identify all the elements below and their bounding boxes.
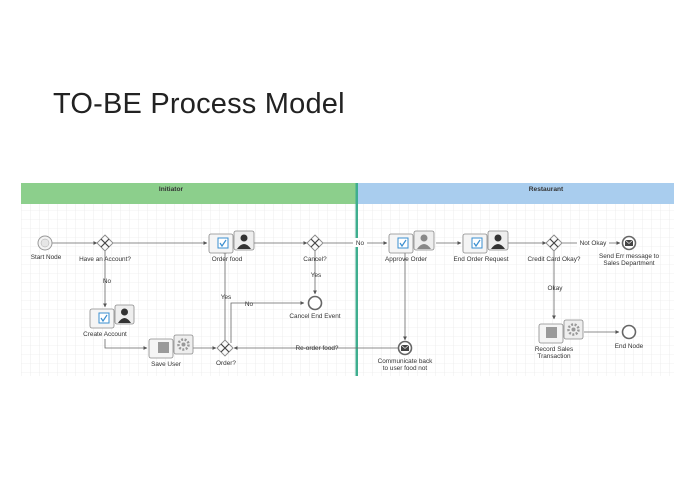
task-approve-order-label: Approve Order	[385, 256, 428, 263]
task-approve-order[interactable]	[388, 230, 435, 254]
task-order-food-label: Order food	[212, 256, 243, 263]
checkbox-icon	[471, 237, 483, 249]
send-error-label-1: Send Err message to	[599, 253, 659, 260]
edge-label-reorder: Re-order food?	[296, 345, 339, 352]
gateway-cancel-label: Cancel?	[303, 256, 327, 263]
send-error-label-2: Sales Department	[603, 260, 654, 267]
slide-title: TO-BE Process Model	[53, 88, 345, 120]
edge-order-q-no	[230, 301, 305, 343]
gateway-have-account[interactable]	[96, 234, 114, 252]
gateway-cancel[interactable]	[306, 234, 324, 252]
lane-restaurant-header	[358, 183, 674, 204]
process-diagram: Initiator Restaurant Start Node Have an …	[21, 183, 674, 376]
task-record-sales[interactable]	[538, 319, 584, 344]
checkbox-icon	[98, 312, 110, 324]
edge-label-no-account: No	[103, 278, 112, 285]
checkbox-icon	[397, 237, 409, 249]
edge-label-okay: Okay	[548, 285, 564, 292]
checkbox-icon	[217, 237, 229, 249]
edge-label-no-order: No	[245, 301, 254, 308]
cancel-end-event-label: Cancel End Event	[289, 313, 340, 320]
lane-restaurant-label: Restaurant	[529, 186, 564, 193]
communicate-back-label-2: to user food not	[383, 365, 428, 372]
communicate-back-label-1: Communicate back	[378, 358, 434, 365]
gateway-order-label: Order?	[216, 360, 236, 367]
grid-background	[21, 183, 674, 376]
task-record-sales-label-1: Record Sales	[535, 346, 573, 353]
lane-divider	[355, 183, 358, 376]
gateway-x-icon	[549, 238, 559, 248]
task-save-user-label: Save User	[151, 361, 182, 368]
gateway-x-icon	[100, 238, 110, 248]
task-order-food[interactable]	[208, 230, 255, 254]
communicate-back-event[interactable]	[397, 340, 413, 356]
start-node-label: Start Node	[31, 254, 62, 261]
edge-label-no-cancel: No	[356, 240, 365, 247]
gateway-x-icon	[310, 238, 320, 248]
gateway-order[interactable]	[216, 339, 234, 357]
task-save-user[interactable]	[148, 334, 194, 359]
envelope-icon	[401, 345, 409, 351]
gateway-credit-card[interactable]	[545, 234, 563, 252]
edge-label-yes-order: Yes	[221, 294, 231, 301]
end-node[interactable]	[621, 324, 637, 340]
gateway-have-account-label: Have an Account?	[79, 256, 131, 263]
start-node[interactable]	[37, 235, 53, 251]
cancel-end-event[interactable]	[307, 295, 323, 311]
edge-label-yes-cancel: Yes	[311, 272, 321, 279]
task-create-account[interactable]	[89, 304, 135, 329]
edge-create-to-save	[104, 339, 148, 350]
gateway-credit-card-label: Credit Card Okay?	[528, 256, 581, 263]
task-record-sales-label-2: Transaction	[537, 353, 571, 360]
gear-icon	[567, 323, 580, 336]
gateway-x-icon	[220, 343, 230, 353]
send-error-event[interactable]	[621, 235, 637, 251]
lane-initiator-label: Initiator	[159, 186, 184, 193]
envelope-icon	[625, 240, 633, 246]
lane-initiator-header	[21, 183, 356, 204]
service-task-icon	[546, 327, 557, 338]
gear-icon	[177, 338, 190, 351]
task-end-order-request[interactable]	[462, 230, 509, 254]
end-node-label: End Node	[615, 343, 644, 350]
service-task-icon	[158, 342, 169, 353]
task-end-order-request-label: End Order Request	[453, 256, 508, 263]
task-create-account-label: Create Account	[83, 331, 127, 338]
edge-label-not-okay: Not Okay	[580, 240, 607, 247]
